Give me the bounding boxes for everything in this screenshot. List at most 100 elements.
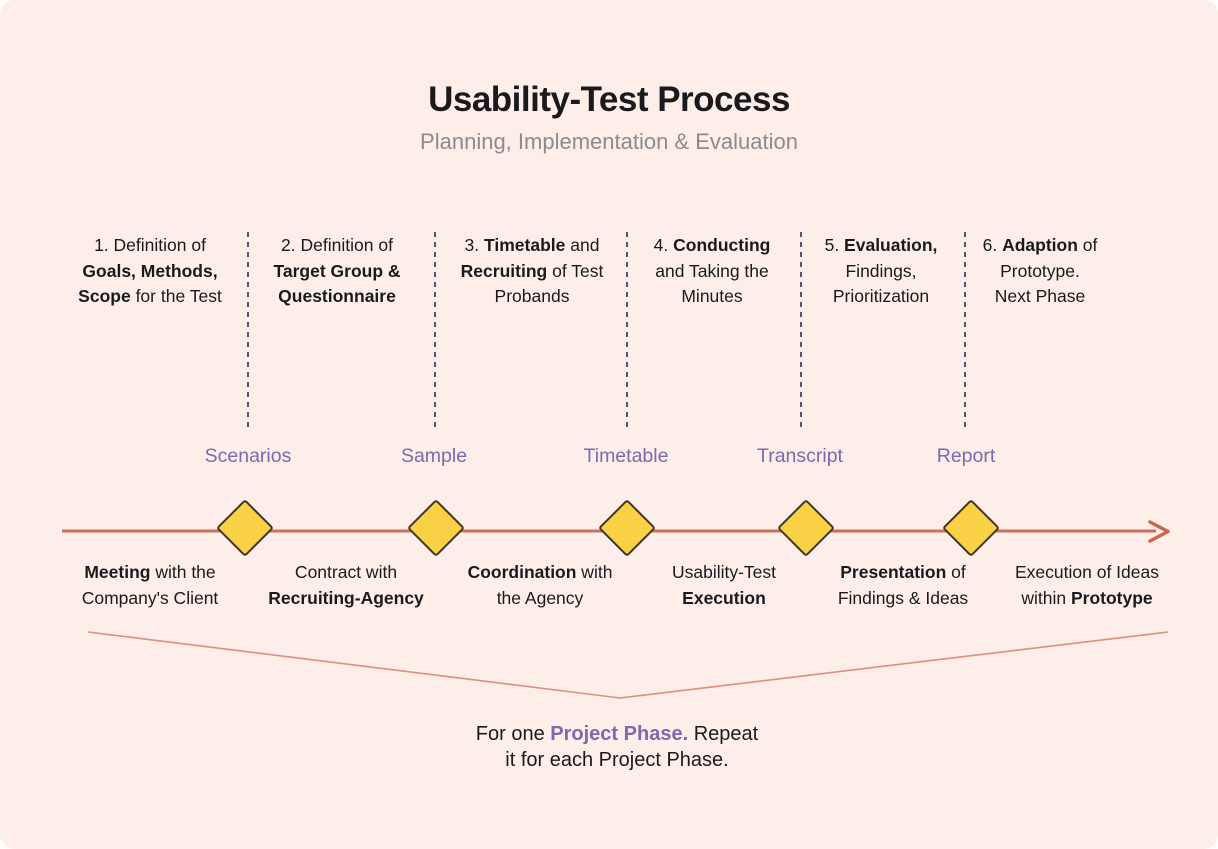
text-segment: it for each Project Phase.	[505, 749, 729, 771]
text-segment: Evaluation,	[844, 235, 938, 255]
phase-separator-2	[434, 232, 436, 427]
text-line: Execution	[672, 586, 776, 612]
text-segment: Adaption	[1002, 235, 1078, 255]
text-line: Next Phase	[983, 284, 1098, 310]
text-line: Contract with	[268, 560, 424, 586]
text-segment: for the Test	[130, 286, 222, 306]
text-segment: Meeting	[84, 562, 151, 582]
text-segment: Project Phase.	[550, 723, 689, 745]
text-segment: Questionnaire	[278, 286, 396, 306]
text-segment: Prototype	[1070, 587, 1153, 608]
phase-separator-1	[247, 232, 249, 427]
text-line: Findings,	[825, 259, 938, 285]
arrow-right-icon	[1148, 520, 1170, 543]
text-segment: Scope	[78, 286, 131, 306]
text-line: 2. Definition of	[273, 233, 400, 259]
text-line: Questionnaire	[273, 284, 400, 310]
text-segment: of	[946, 562, 966, 582]
text-line: Coordination with	[468, 560, 613, 586]
text-line: Findings & Ideas	[838, 586, 968, 612]
text-segment: Prototype.	[1000, 260, 1080, 281]
text-segment: Next Phase	[994, 286, 1086, 306]
text-line: Company's Client	[82, 586, 219, 612]
text-segment: with the	[150, 562, 216, 582]
text-segment: of	[1077, 235, 1098, 255]
text-line: Target Group &	[273, 259, 400, 285]
text-segment: within	[1021, 587, 1071, 608]
milestone-label-1: Scenarios	[204, 445, 292, 467]
text-line: 5. Evaluation,	[825, 233, 938, 259]
text-segment: Coordination	[467, 562, 577, 582]
text-segment: with	[576, 562, 613, 582]
text-line: Goals, Methods,	[78, 259, 222, 285]
text-segment: For one	[475, 723, 551, 745]
text-line: 6. Adaption of	[983, 233, 1098, 259]
milestone-label-2: Sample	[400, 445, 468, 467]
text-segment: and Taking the	[655, 260, 769, 281]
text-segment: Execution of Ideas	[1015, 562, 1159, 582]
phase-separator-4	[800, 232, 802, 427]
phase-step-2: 2. Definition of Target Group & Questionna…	[273, 233, 400, 310]
text-segment: Goals, Methods,	[82, 260, 218, 281]
text-line: Minutes	[654, 284, 771, 310]
phase-step-5: 5. Evaluation,Findings,Prioritization	[825, 233, 938, 310]
text-line: Scope for the Test	[78, 284, 222, 310]
text-segment: of Test	[547, 260, 604, 281]
text-segment: and	[565, 235, 600, 255]
phase-separator-5	[964, 232, 966, 427]
text-line: Recruiting of Test	[461, 259, 604, 285]
text-segment: 1. Definition of	[94, 235, 206, 255]
project-phase-bracket	[87, 631, 1169, 699]
text-segment: 2. Definition of	[281, 235, 393, 255]
page-title: Usability-Test Process	[428, 80, 790, 119]
text-line: Meeting with the	[82, 560, 219, 586]
text-line: Prototype.	[983, 259, 1098, 285]
text-line: 4. Conducting	[654, 233, 771, 259]
text-segment: Target Group &	[273, 260, 401, 281]
text-line: and Taking the	[654, 259, 771, 285]
text-line: Execution of Ideas	[1015, 560, 1159, 586]
text-segment: 3.	[464, 235, 485, 255]
text-segment: Conducting	[673, 235, 771, 255]
text-segment: Contract with	[294, 562, 398, 582]
phase-step-1: 1. Definition of Goals, Methods, Scope for…	[78, 233, 222, 310]
text-line: Probands	[461, 284, 604, 310]
text-segment: Recruiting-Agency	[268, 587, 424, 608]
text-line: within Prototype	[1015, 586, 1159, 612]
text-segment: Findings,	[845, 260, 917, 281]
text-line: Usability-Test	[672, 560, 776, 586]
milestone-label-4: Transcript	[757, 445, 843, 467]
text-segment: Repeat	[688, 723, 759, 745]
milestone-label-5: Report	[936, 445, 996, 467]
text-line: Prioritization	[825, 284, 938, 310]
page-subtitle: Planning, Implementation & Evaluation	[420, 129, 798, 154]
phase-separator-3	[626, 232, 628, 427]
text-segment: 5.	[824, 235, 845, 255]
text-segment: Findings & Ideas	[837, 587, 969, 608]
text-segment: Timetable	[484, 235, 566, 255]
text-segment: Presentation	[840, 562, 947, 582]
milestone-label-3: Timetable	[583, 445, 669, 467]
activity-description-6: Execution of Ideas within Prototype	[1015, 560, 1159, 611]
text-segment: Company's Client	[81, 587, 219, 608]
text-line: Presentation of	[838, 560, 968, 586]
text-segment: Minutes	[681, 286, 743, 306]
text-segment: Usability-Test	[671, 562, 777, 582]
text-line: the Agency	[468, 586, 613, 612]
text-segment: 6.	[982, 235, 1003, 255]
footer-line-1: For one Project Phase. Repeat	[476, 721, 758, 747]
text-line: 1. Definition of	[78, 233, 222, 259]
text-segment: Prioritization	[832, 286, 930, 306]
text-segment: Probands	[494, 286, 570, 306]
text-segment: the Agency	[496, 587, 584, 608]
text-line: Recruiting-Agency	[268, 586, 424, 612]
